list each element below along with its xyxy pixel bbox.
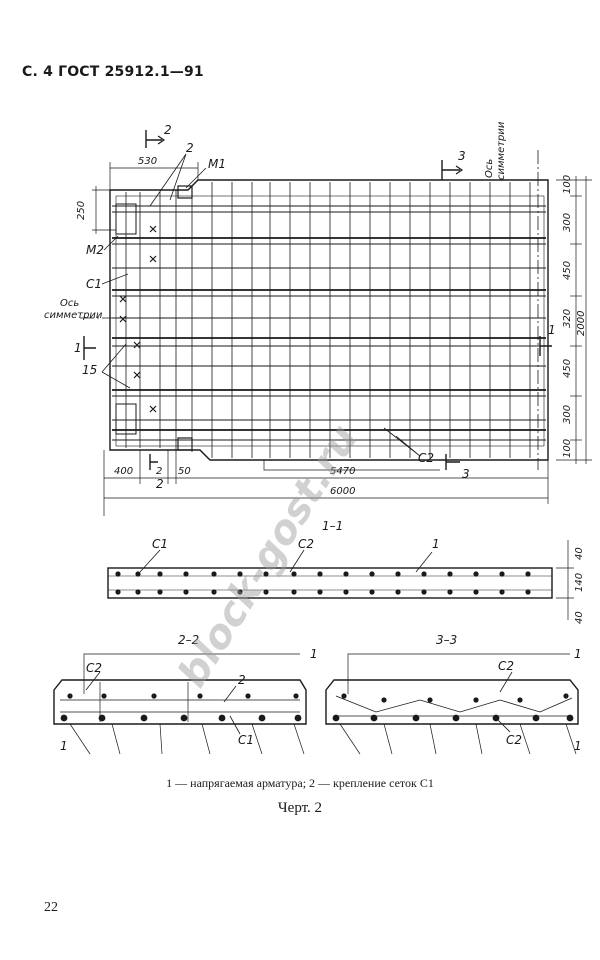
- section-2-2-label-c2: С2: [86, 661, 102, 675]
- section-3-3-label-c2a: С2: [498, 659, 514, 673]
- dim-250: 250: [76, 201, 87, 220]
- section-2-2-label-2: 2: [238, 673, 246, 687]
- section-1-1-label-1: 1: [432, 537, 440, 551]
- dim-v100a: 100: [562, 175, 573, 194]
- label-num1: 1: [74, 341, 82, 355]
- watermark: block-gost.ru: [169, 417, 367, 695]
- section-marker-3: 3: [458, 149, 466, 163]
- section-1-1-dim-40a: 40: [574, 547, 585, 560]
- section-1-1-dim-140: 140: [574, 573, 585, 592]
- label-num15: 15: [82, 363, 97, 377]
- section-marker-2b: 2: [156, 477, 164, 491]
- dim-400: 400: [114, 466, 133, 477]
- section-2-2-label-1b: 1: [60, 739, 68, 753]
- dim-530: 530: [138, 156, 157, 167]
- figure-caption: Черт. 2: [277, 800, 323, 816]
- section-1-1-dim-40b: 40: [574, 611, 585, 624]
- section-2-2-label-c1: С1: [238, 733, 254, 747]
- dim-50: 50: [178, 466, 191, 477]
- plan-view: [80, 130, 592, 516]
- section-marker-1: 1: [548, 323, 556, 337]
- figure-legend: 1 — напрягаемая арматура; 2 — крепление …: [166, 776, 434, 790]
- label-m2: М2: [86, 243, 104, 257]
- label-c2: С2: [418, 451, 434, 465]
- axis-label-top-1: Ось: [484, 159, 495, 178]
- dim-v450b: 450: [562, 359, 573, 378]
- axis-label-left-1: Ось: [60, 298, 79, 309]
- section-2-2-label-1a: 1: [310, 647, 318, 661]
- dim-v300b: 300: [562, 405, 573, 424]
- dim-v2000: 2000: [576, 311, 587, 336]
- section-2-2-title: 2–2: [178, 633, 199, 647]
- section-3-3-label-1b: 1: [574, 739, 582, 753]
- section-marker-2: 2: [164, 123, 172, 137]
- label-m1: М1: [208, 157, 226, 171]
- dim-6000: 6000: [330, 486, 355, 497]
- section-3-3-title: 3–3: [436, 633, 457, 647]
- dim-v100b: 100: [562, 439, 573, 458]
- dim-5470: 5470: [330, 466, 355, 477]
- section-marker-3b: 3: [462, 467, 470, 481]
- section-1-1-label-c2: С2: [298, 537, 314, 551]
- dim-v320: 320: [562, 309, 573, 328]
- section-3-3-label-c2b: С2: [506, 733, 522, 747]
- section-1-1: [107, 540, 574, 620]
- axis-label-left-2: симметрии: [44, 310, 103, 321]
- dim-v450a: 450: [562, 261, 573, 280]
- document-header: С. 4 ГОСТ 25912.1—91: [22, 64, 204, 80]
- dim-v300a: 300: [562, 213, 573, 232]
- label-num2: 2: [186, 141, 194, 155]
- label-c1: С1: [86, 277, 102, 291]
- section-1-1-label-c1: С1: [152, 537, 168, 551]
- section-3-3-label-1a: 1: [574, 647, 582, 661]
- axis-label-top-2: симметрии: [496, 121, 507, 180]
- page-number: 22: [44, 900, 58, 915]
- section-1-1-title: 1–1: [322, 519, 343, 533]
- section-3-3: [325, 653, 579, 755]
- section-2-2: [53, 653, 307, 755]
- dim-2: 2: [156, 466, 162, 477]
